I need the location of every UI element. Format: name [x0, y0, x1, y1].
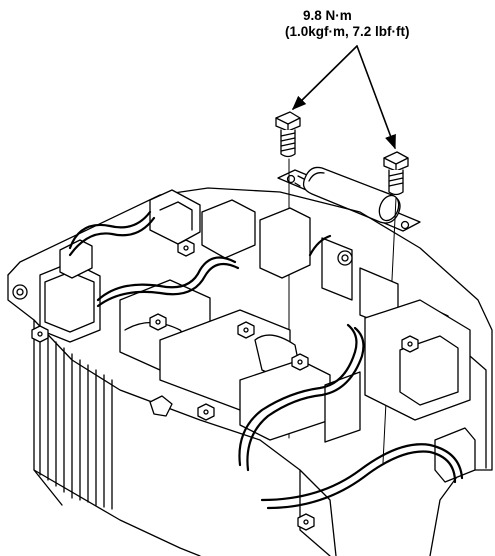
leader-arrows: [291, 45, 396, 150]
bolt-left: [275, 111, 301, 158]
housing-bolts: [31, 239, 419, 531]
torque-spec-callout: 9.8 N·m (1.0kgf·m, 7.2 lbf·ft): [285, 8, 490, 40]
top-deck-components: [39, 189, 476, 483]
torque-value-alt-units: (1.0kgf·m, 7.2 lbf·ft): [285, 24, 410, 39]
bolt-right: [383, 151, 409, 196]
wiring-harness: [68, 210, 464, 510]
torque-value-nm: 9.8 N·m: [303, 8, 352, 23]
